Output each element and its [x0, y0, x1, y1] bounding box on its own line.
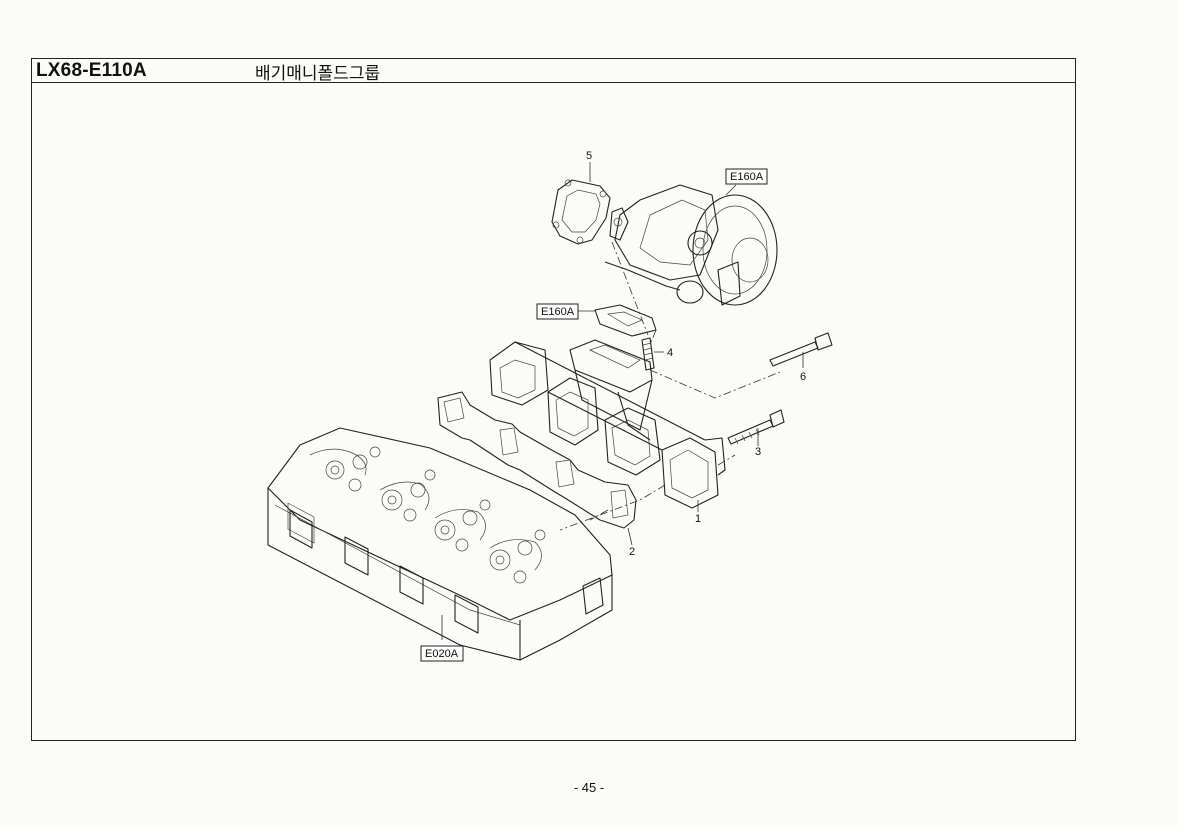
group-title: 배기매니폴드그룹 [255, 64, 381, 84]
svg-text:E160A: E160A [541, 306, 575, 318]
ref-turbo[interactable]: E160A [725, 168, 768, 185]
page-number: - 45 - [573, 780, 605, 795]
alignment-lines [559, 241, 781, 531]
ref-cylinder-head[interactable]: E020A [420, 645, 464, 662]
turbocharger[interactable] [604, 184, 778, 306]
callouts: 5 4 6 3 1 2 [586, 150, 806, 558]
manifold-gasket[interactable] [437, 391, 637, 546]
callout-1[interactable]: 1 [695, 513, 701, 525]
callout-5[interactable]: 5 [586, 150, 592, 162]
callout-4[interactable]: 4 [667, 347, 673, 359]
stud[interactable] [641, 337, 664, 371]
turbo-gasket[interactable] [551, 162, 611, 245]
diagram-frame [31, 83, 1076, 741]
callout-2[interactable]: 2 [629, 546, 635, 558]
bolt-long[interactable] [769, 332, 833, 368]
svg-text:E160A: E160A [730, 171, 764, 183]
ref-turbo-gasket[interactable]: E160A [536, 303, 579, 320]
turbo-flange-gasket[interactable] [577, 304, 657, 337]
svg-text:E020A: E020A [425, 648, 459, 660]
callout-3[interactable]: 3 [755, 446, 761, 458]
cylinder-head[interactable] [267, 427, 613, 661]
bolt-short[interactable] [727, 409, 785, 446]
group-code: LX68-E110A [36, 60, 147, 81]
callout-6[interactable]: 6 [800, 371, 806, 383]
exhaust-manifold[interactable] [489, 339, 726, 512]
page-header: LX68-E110A 배기매니폴드그룹 [31, 58, 1076, 84]
